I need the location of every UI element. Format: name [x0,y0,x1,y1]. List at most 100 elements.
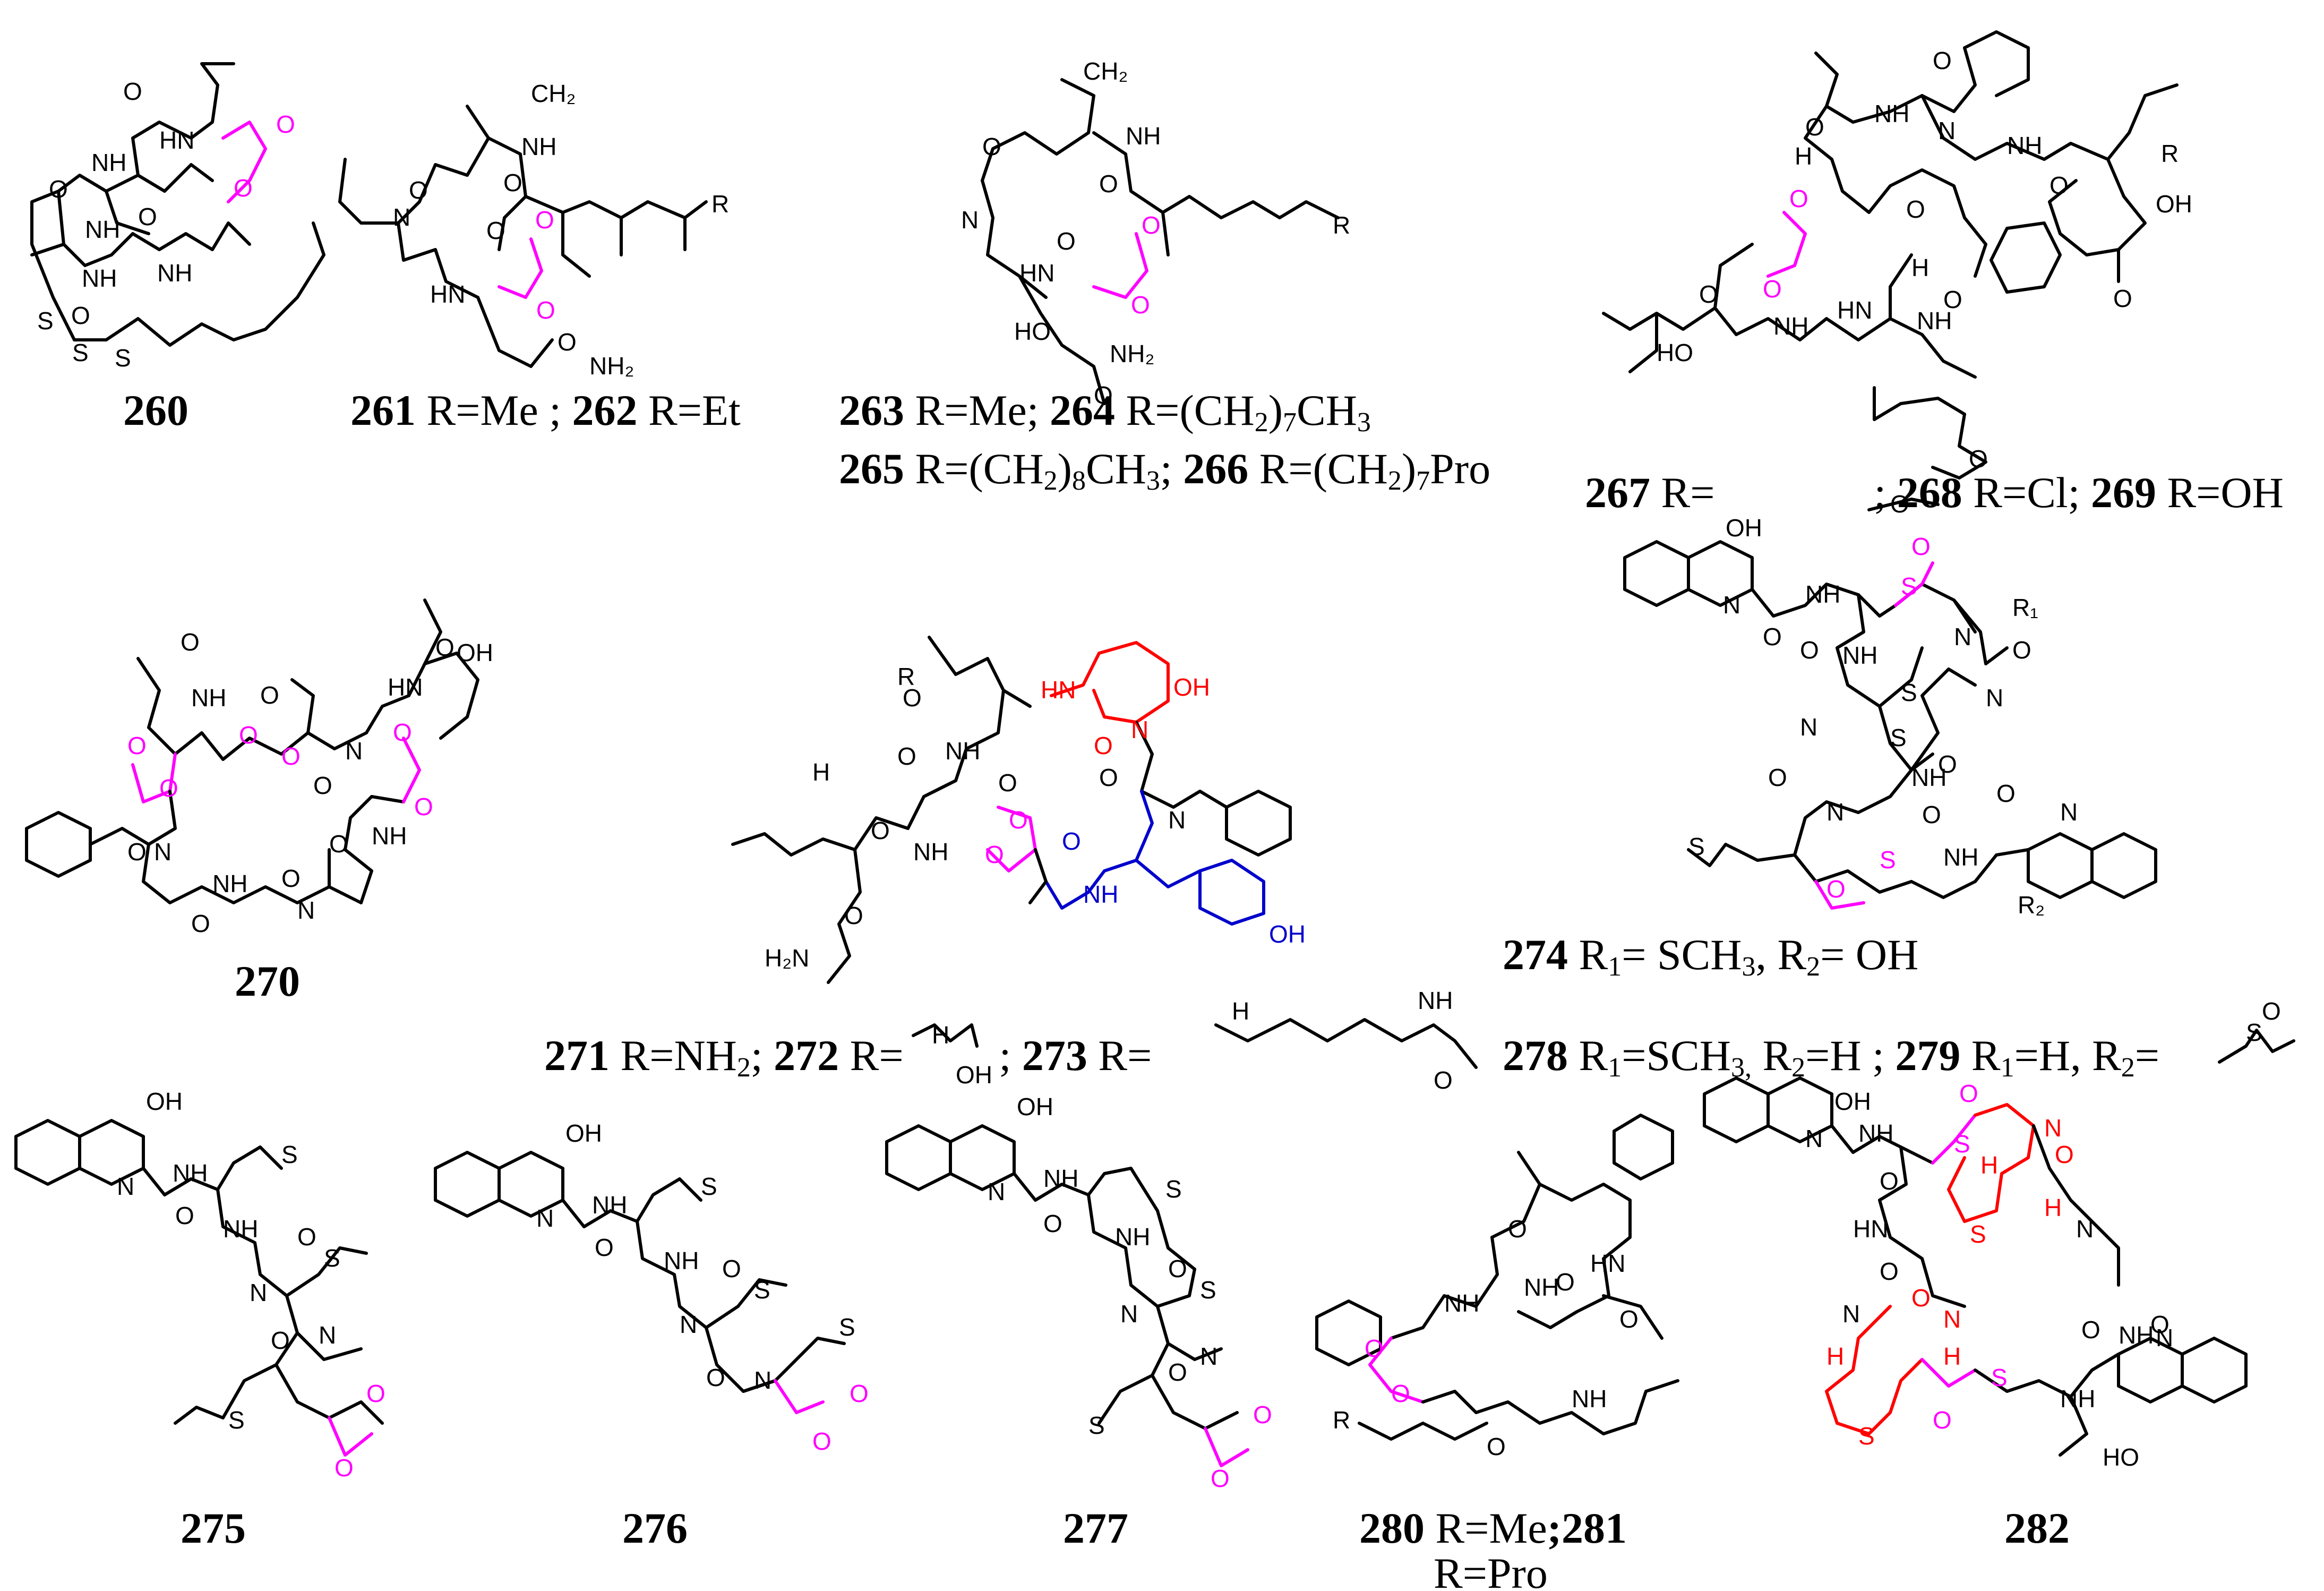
atom-label: NH [664,1247,699,1274]
atom-label: NH [1418,987,1453,1014]
atom-label: O [2049,172,2069,199]
atom-label: S [1688,833,1705,860]
atom-label: O [313,772,332,799]
atom-label: O [1826,875,1846,903]
atom-label: N [1986,684,2003,712]
atom-label: NH [945,737,980,765]
atom-label: NH [1911,764,1946,791]
structure-275: OH N NH O S NH O S N O N S O O 275 [14,1088,385,1552]
atom-label: NH [2007,132,2042,159]
atom-label: S [1901,572,1917,600]
atom-label: H [1826,1342,1844,1370]
atom-label: S [324,1244,340,1272]
atom-label: O [1434,1066,1453,1094]
atom-label: S [754,1276,770,1304]
atom-label: OH [457,639,493,666]
atom-label: O [234,174,253,202]
atom-label: O [1763,275,1782,303]
atom-label: S [281,1141,298,1168]
caption-282: 282 [2004,1504,2070,1552]
atom-label: S [1901,679,1917,706]
atom-label: O [535,206,554,234]
atom-label: N [1938,117,1956,144]
atom-label: N [2044,1114,2062,1142]
atom-label: N [319,1321,336,1349]
atom-label: NH [173,1159,208,1187]
atom-label: H [1980,1151,1998,1179]
atom-label: NH [1444,1289,1479,1317]
atom-label: NH [85,216,120,243]
atom-label: OH [1726,514,1762,542]
atom-label: O [1131,291,1150,319]
atom-label: O [1911,1284,1931,1312]
atom-label: HN [388,673,423,701]
atom-label: O [1880,1167,1899,1195]
atom-label: N [117,1173,134,1200]
atom-label: O [175,1202,194,1229]
atom-label: O [276,110,295,138]
structure-276: OH N NH O S NH O S N S O N O O 276 [434,1119,869,1552]
atom-label: NH [1572,1385,1607,1413]
atom-label: NH [1773,312,1808,340]
structure-277: OH N NH O S NH O S N O N S O O 277 [885,1093,1272,1552]
atom-label: N [393,203,410,231]
atom-label: O [191,910,210,937]
atom-label: O [1922,801,1941,828]
atom-label: O [558,328,577,356]
atom-label: N [1943,1305,1961,1333]
atom-label: O [1933,1406,1952,1434]
atom-label: NH [82,264,117,292]
atom-label: HN [1853,1215,1888,1243]
caption-276: 276 [622,1504,688,1552]
atom-label: OH [2156,190,2192,218]
atom-label: O [1508,1215,1527,1243]
atom-label: O [722,1255,741,1282]
atom-label: O [1880,1258,1899,1285]
atom-label: N [536,1204,554,1232]
atom-label: O [281,865,301,892]
atom-label: H [1911,254,1929,281]
atom-label: OH [1173,673,1210,701]
atom-label: OH [956,1061,992,1089]
atom-label: R [2161,140,2179,167]
atom-label: S [72,339,89,366]
atom-label: O [435,634,454,661]
caption-271-273: 271 R=NH2; 272 R=; 273 R= [544,1031,1152,1083]
atom-label: O [1253,1401,1272,1429]
atom-label: O [486,217,505,244]
atom-label: NH₂ [1110,340,1154,367]
atom-label: S [839,1313,855,1341]
atom-label: O [1800,636,1819,664]
atom-label: O [181,628,200,656]
atom-label: HN [159,126,194,154]
caption-265-266: 265 R=(CH2)8CH3; 266 R=(CH2)7Pro [839,444,1490,496]
structure-282: OH N NH O S O N O H H S N HN O N O N H H… [1703,1076,2248,1552]
atom-label: OH [146,1088,183,1115]
atom-label: O [503,169,522,196]
atom-label: O [127,838,147,866]
atom-label: HN [1041,676,1076,704]
atom-label: O [1933,47,1952,74]
atom-label: O [159,774,178,802]
atom-label: O [138,203,157,230]
atom-label: NH [1858,1119,1893,1147]
atom-label: OH [1269,920,1306,948]
atom-label: O [1099,764,1118,791]
atom-label: O [71,302,90,329]
atom-label: H [2044,1194,2062,1221]
atom-label: S [1088,1412,1105,1439]
atom-label: O [850,1380,869,1407]
atom-label: O [260,681,279,709]
caption-260: 260 [123,386,188,434]
atom-label: NH [223,1215,258,1243]
atom-label: NH [1874,100,1909,127]
atom-label: S [1200,1276,1216,1304]
atom-label: R₁ [2012,594,2038,621]
atom-label: O [1062,827,1081,855]
atom-label: S [228,1406,245,1434]
atom-label: O [1969,445,1988,473]
atom-label: NH [191,684,226,712]
atom-label: O [49,175,68,203]
atom-label: O [123,78,142,105]
atom-label: O [1768,764,1787,791]
